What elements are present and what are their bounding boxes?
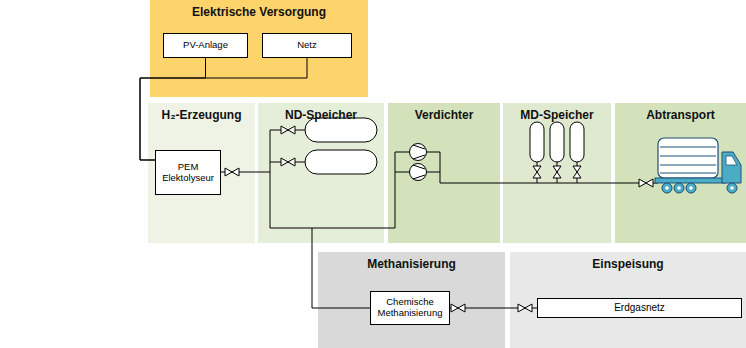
pipe [427,172,441,173]
hub [665,186,669,190]
box-label: Erdgasnetz [614,302,665,314]
box-label: PEM Elektolyseur [159,162,217,184]
box-label: Chemische Methanisierung [374,297,446,319]
wheel [727,183,737,193]
tank [530,122,544,162]
wheel [674,183,684,193]
box-label: PV-Anlage [183,40,228,51]
section-heading: H₂-Erzeugung [162,108,242,122]
section-band: EinspeisungErdgasnetz [510,252,746,348]
process-box: Netz [262,33,352,58]
compressor-symbol [410,144,427,161]
tank [570,122,584,162]
process-box: Erdgasnetz [537,298,742,318]
section-heading: Verdichter [415,108,474,122]
section-band: Verdichter [388,103,500,243]
section-heading: Einspeisung [592,257,663,271]
section-heading: MD-Speicher [520,108,593,122]
medium-pressure-tanks [530,122,584,162]
process-box: PEM Elektolyseur [155,150,221,195]
section-heading: ND-Speicher [285,108,357,122]
hub [730,186,734,190]
trailer-tubes [660,147,716,173]
wheel [662,183,672,193]
process-box: PV-Anlage [163,33,248,58]
section-heading: Abtransport [646,108,715,122]
cab-window [726,156,737,165]
section-heading: Methanisierung [367,257,456,271]
section-heading: Elektrische Versorgung [192,5,326,19]
box-label: Netz [297,40,317,51]
hub [689,186,693,190]
truck-chassis [655,178,725,183]
pipe [395,172,410,173]
hub [677,186,681,190]
wheel [686,183,696,193]
tank [305,150,377,174]
process-box: Chemische Methanisierung [370,291,450,325]
compressor-symbol [410,164,427,181]
tank [550,122,564,162]
section-band: MethanisierungChemische Methanisierung [318,252,505,348]
section-band: Elektrische VersorgungPV-Anlage Netz [150,0,368,97]
tube-trailer [658,138,718,178]
